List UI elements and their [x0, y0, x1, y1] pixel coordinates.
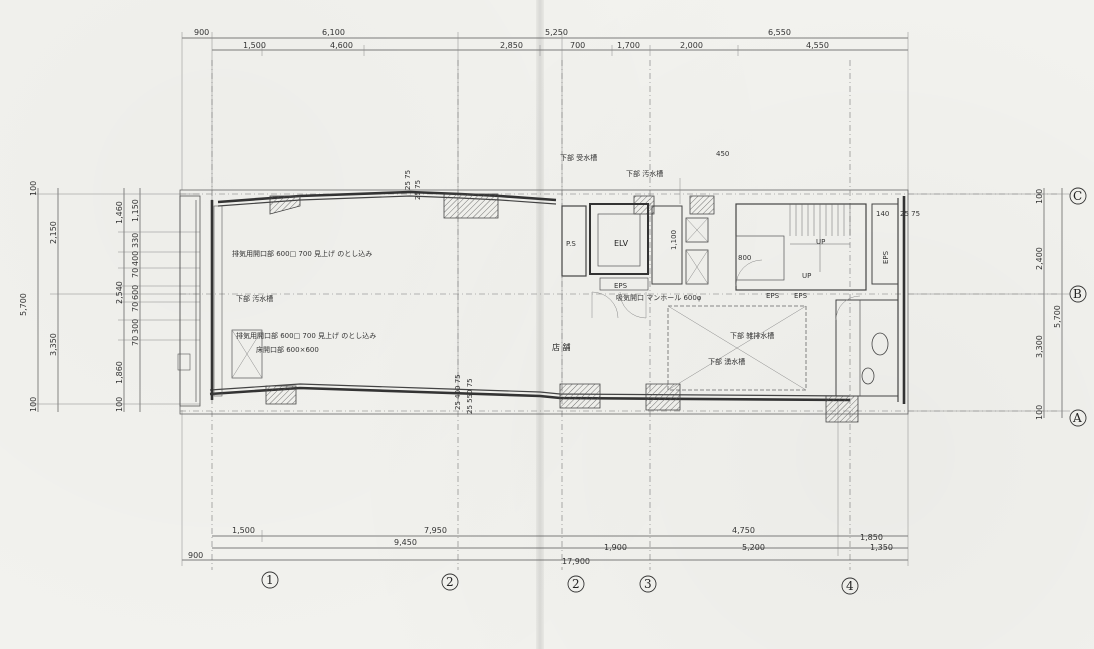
dim-left-inner-5: 70 [131, 268, 140, 278]
store-label: 店 舗 [552, 342, 571, 352]
left-dimensions: 100 5,700 100 2,150 2,540 3,350 1,460 1,… [19, 181, 200, 412]
dim-top-4: 6,550 [768, 28, 791, 37]
dim-top-2: 6,100 [322, 28, 345, 37]
note-east-wall: 25 75 [900, 210, 920, 218]
note-wall-2: 25 75 [414, 180, 422, 200]
right-dimensions: 100 2,400 5,700 3,300 100 [908, 188, 1070, 420]
dim-left-2: 5,700 [19, 293, 28, 316]
store-room: 店 舗 25 75 25 75 25 400 75 25 550 75 [404, 170, 571, 414]
dim-left-inner-2: 1,150 [131, 199, 140, 222]
note-1100: 1,100 [670, 230, 678, 250]
grid-row-markers: C B A [1069, 187, 1087, 427]
dim-bottom2-2: 1,900 [604, 543, 627, 552]
note-west-3: 排気用開口部 600□ 700 見上げ のとし込み [236, 331, 376, 340]
dim-left-inner-3: 330 [131, 233, 140, 248]
eps-4: EPS [766, 292, 780, 300]
dim-top2-5: 1,700 [617, 41, 640, 50]
dim-bottom2-3: 5,200 [742, 543, 765, 552]
dim-left-inner-11: 100 [115, 397, 124, 412]
dim-left-mid-2: 2,540 [115, 281, 124, 304]
grid-col-4: 4 [846, 579, 854, 593]
note-wall-top: 下部 受水槽 [560, 153, 597, 162]
grid-col-2b: 2 [572, 577, 580, 591]
dim-right-1: 100 [1035, 189, 1044, 204]
dim-bottom-4: 1,850 [860, 533, 883, 542]
note-800: 800 [738, 254, 751, 262]
dim-left-inner-10: 1,860 [115, 361, 124, 384]
note-west-2: 排気用開口部 600□ 700 見上げ のとし込み [232, 249, 372, 258]
dim-top2-2: 4,600 [330, 41, 353, 50]
stair-core: 800 UP UP 140 EPS EPS EPS 25 75 [735, 203, 920, 300]
grid-row-b: B [1073, 287, 1082, 301]
note-tank-2: 下部 湧水槽 [708, 357, 745, 366]
dim-right-4: 3,300 [1035, 335, 1044, 358]
dim-left-inner-9: 70 [131, 336, 140, 346]
note-wall-1: 25 75 [404, 170, 412, 190]
dim-left-inner-7: 70 [131, 302, 140, 312]
dim-bottom2-4: 1,350 [870, 543, 893, 552]
dim-top-1: 900 [194, 28, 209, 37]
bottom-dimensions: 1,500 7,950 4,750 1,850 9,450 1,900 5,20… [181, 400, 909, 566]
note-wall-4: 25 550 75 [466, 378, 474, 414]
dim-top2-4: 700 [570, 41, 585, 50]
grid-col-2: 2 [446, 575, 454, 589]
dim-top2-1: 1,500 [243, 41, 266, 50]
dim-left-mid-1: 2,150 [49, 221, 58, 244]
note-west-4: 床開口部 600×600 [256, 345, 319, 354]
dim-top2-3: 2,850 [500, 41, 523, 50]
note-up-1: UP [802, 272, 811, 280]
grid-col-markers: 1 2 2 3 4 [261, 571, 859, 595]
note-core-top: 下部 汚水槽 [626, 169, 663, 178]
note-manhole: 吸気開口 マンホール 600φ [616, 293, 702, 302]
dim-left-3: 100 [29, 397, 38, 412]
eps-2: EPS [882, 250, 890, 264]
dim-bottom-3: 4,750 [732, 526, 755, 535]
dim-left-inner-1: 1,460 [115, 201, 124, 224]
dim-left-1: 100 [29, 181, 38, 196]
eps-3: EPS [794, 292, 808, 300]
dim-left-inner-6: 600 [131, 285, 140, 300]
building-walls [179, 189, 909, 423]
note-450: 450 [716, 150, 729, 158]
wc-area [835, 295, 899, 397]
note-west-1: 下部 汚水槽 [236, 294, 273, 303]
core-area: P.S ELV EPS 吸気開口 マンホール 600φ 下部 汚水槽 450 [561, 150, 729, 319]
elevator-label: ELV [614, 239, 629, 248]
dim-right-3: 5,700 [1053, 305, 1062, 328]
top-dimensions: 900 6,100 5,250 6,550 1,500 4,600 2,850 … [181, 28, 909, 400]
dim-bottom-2: 7,950 [424, 526, 447, 535]
dim-bottom-1: 1,500 [232, 526, 255, 535]
dim-bottom2-1: 9,450 [394, 538, 417, 547]
dim-right-2: 2,400 [1035, 247, 1044, 270]
note-tank-1: 下部 雑排水槽 [730, 331, 774, 340]
dim-top2-6: 2,000 [680, 41, 703, 50]
grid-lines [180, 60, 1060, 570]
west-shaft: 下部 汚水槽 排気用開口部 600□ 700 見上げ のとし込み 排気用開口部 … [177, 205, 376, 397]
dim-bottom3-2: 17,900 [562, 557, 590, 566]
page-binding [536, 0, 544, 649]
grid-row-c: C [1073, 189, 1082, 203]
note-up-2: UP [816, 238, 825, 246]
dim-right-5: 100 [1035, 405, 1044, 420]
dim-top2-7: 4,550 [806, 41, 829, 50]
note-wall-3: 25 400 75 [454, 374, 462, 410]
eps-1: EPS [614, 282, 628, 290]
dim-top-3: 5,250 [545, 28, 568, 37]
grid-col-1: 1 [266, 573, 274, 587]
note-140: 140 [876, 210, 889, 218]
dim-left-inner-4: 400 [131, 251, 140, 266]
dim-bottom3-1: 900 [188, 551, 203, 560]
dim-left-inner-8: 300 [131, 319, 140, 334]
ps-label: P.S [566, 240, 576, 248]
grid-row-a: A [1072, 411, 1082, 425]
dim-left-mid-3: 3,350 [49, 333, 58, 356]
underground-tanks: 下部 雑排水槽 下部 湧水槽 [667, 305, 807, 391]
grid-col-3: 3 [644, 577, 652, 591]
